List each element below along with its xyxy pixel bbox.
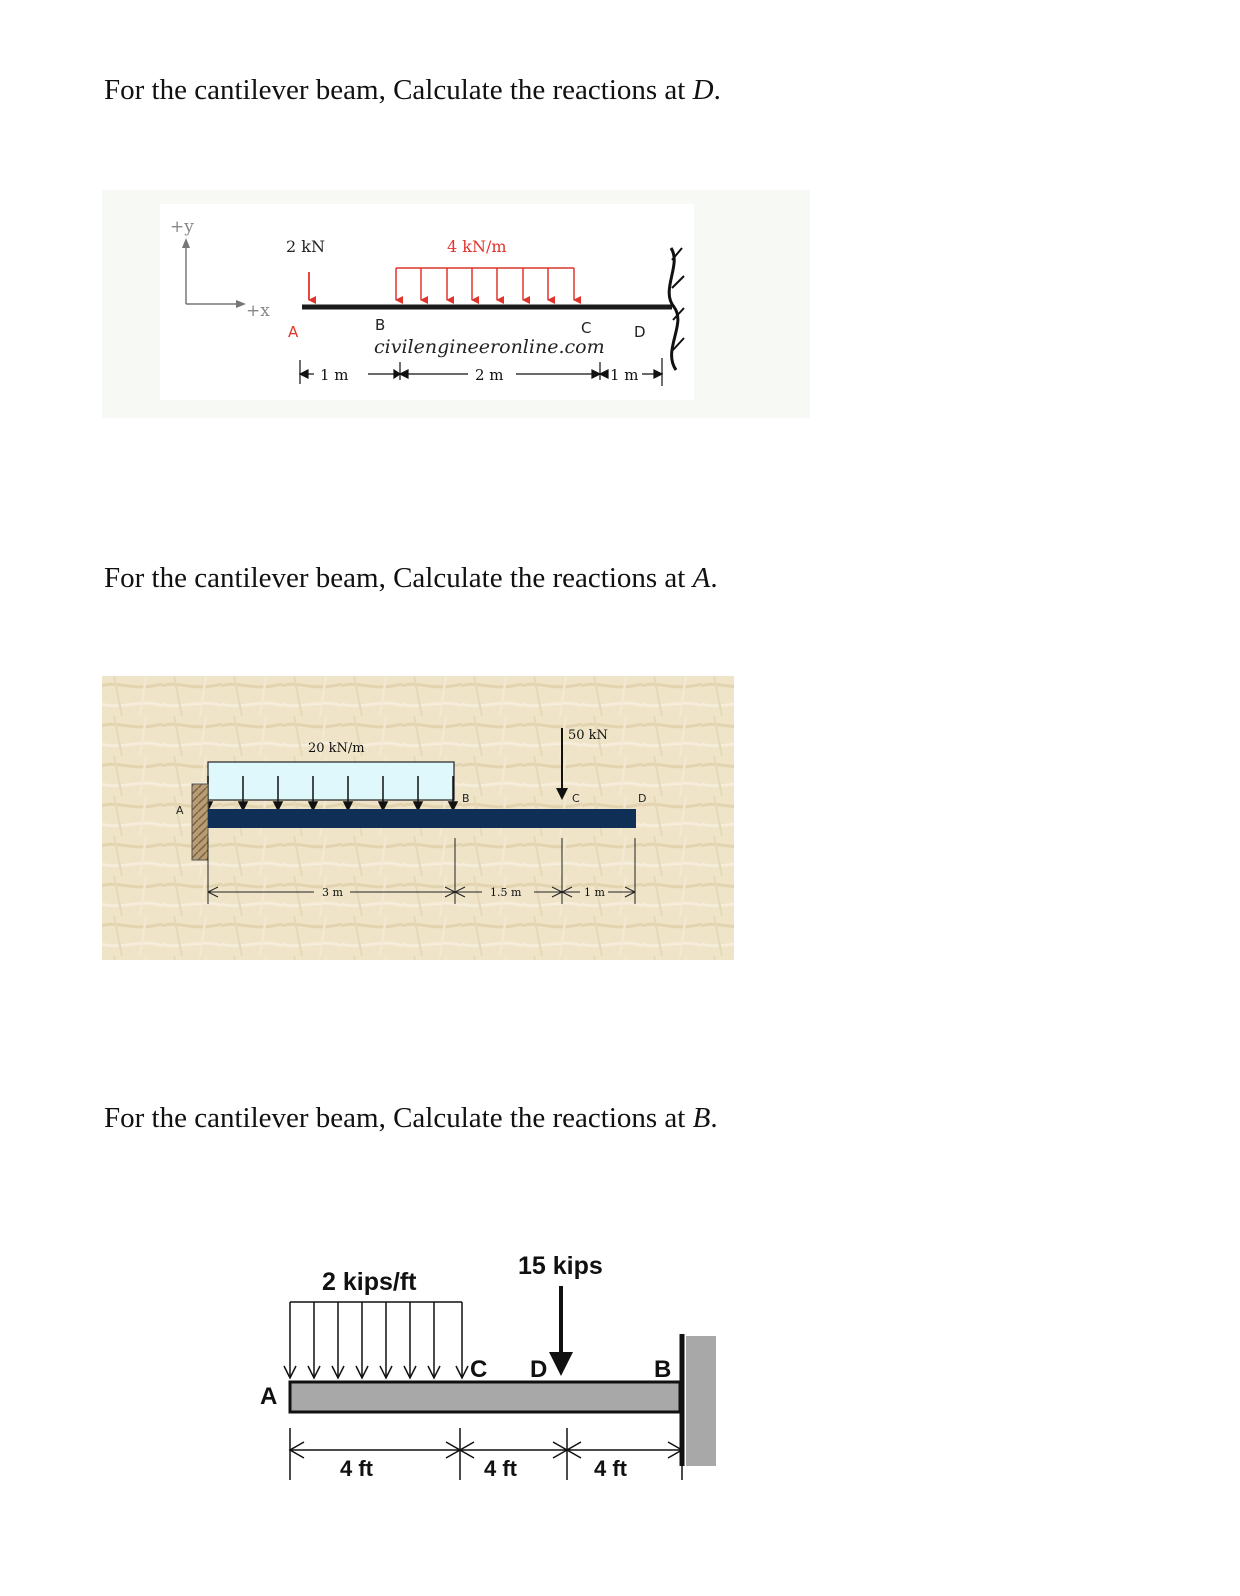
dim-3-label: 1 m [610,366,639,384]
axis-indicator [182,238,246,308]
problem-2-prefix: For the cantilever beam, Calculate the r… [104,562,693,594]
fixed-support [191,783,209,861]
problem-1-point: D [692,74,714,106]
beam [208,809,636,828]
problem-3-heading: For the cantilever beam, Calculate the r… [104,1102,718,1135]
point-a-label: A [176,804,184,817]
point-d-label: D [634,323,646,341]
point-a-label: A [288,323,299,341]
point-a-label: A [260,1383,277,1410]
problem-3-point: B [692,1102,711,1134]
dim-1-label: 4 ft [340,1456,374,1481]
watermark: civilengineeronline.com [374,336,605,358]
beam [288,1380,682,1414]
fixed-support [667,247,685,371]
distributed-load-block [207,761,455,801]
point-c-label: C [470,1356,487,1383]
distributed-load-arrows [202,776,459,812]
dimension-line [298,358,664,386]
dimension-line [207,838,636,904]
dim-2-label: 1.5 m [490,886,522,899]
point-load-label: 15 kips [518,1252,603,1280]
point-d-label: D [638,792,646,805]
point-load-arrow [549,1286,573,1376]
distributed-load [283,1301,469,1380]
problem-1-prefix: For the cantilever beam, Calculate the r… [104,74,693,106]
problem-1-suffix: . [713,74,721,106]
problem-2-suffix: . [710,562,718,594]
point-b-label: B [654,1356,671,1383]
fixed-support [686,1336,716,1466]
figure-3: 2 kips/ft 15 kips A C D B 4 ft 4 ft 4 ft [260,1252,716,1481]
point-load-label: 2 kN [286,237,325,256]
point-c-label: C [581,319,591,337]
distributed-load [395,267,581,304]
distributed-load-label: 20 kN/m [308,741,365,756]
axis-x-label: +x [246,301,270,321]
dimension-line [288,1428,684,1480]
dim-1-label: 3 m [322,886,343,899]
dim-2-label: 2 m [475,366,504,384]
figure-1: +y +x 4 kN/m 2 kN A B C D civilengineero… [102,190,810,418]
dim-3-label: 1 m [584,886,605,899]
point-load-label: 50 kN [568,728,608,743]
point-d-label: D [530,1356,547,1383]
point-c-label: C [572,792,580,805]
problem-2-point: A [692,562,711,594]
point-b-label: B [462,792,470,805]
problem-3-suffix: . [710,1102,718,1134]
dim-1-label: 1 m [320,366,349,384]
dim-2-label: 4 ft [484,1456,518,1481]
problem-1-heading: For the cantilever beam, Calculate the r… [104,74,721,107]
problem-3-prefix: For the cantilever beam, Calculate the r… [104,1102,693,1134]
distributed-load-label: 2 kips/ft [322,1268,417,1296]
dim-3-label: 4 ft [594,1456,628,1481]
point-b-label: B [375,316,385,334]
distributed-load-label: 4 kN/m [447,237,507,256]
figure-2: 20 kN/m 50 kN A B C D 3 m 1.5 m 1 m [102,676,734,960]
problem-2-heading: For the cantilever beam, Calculate the r… [104,562,718,595]
point-load-arrow [556,728,568,800]
axis-y-label: +y [170,217,194,237]
